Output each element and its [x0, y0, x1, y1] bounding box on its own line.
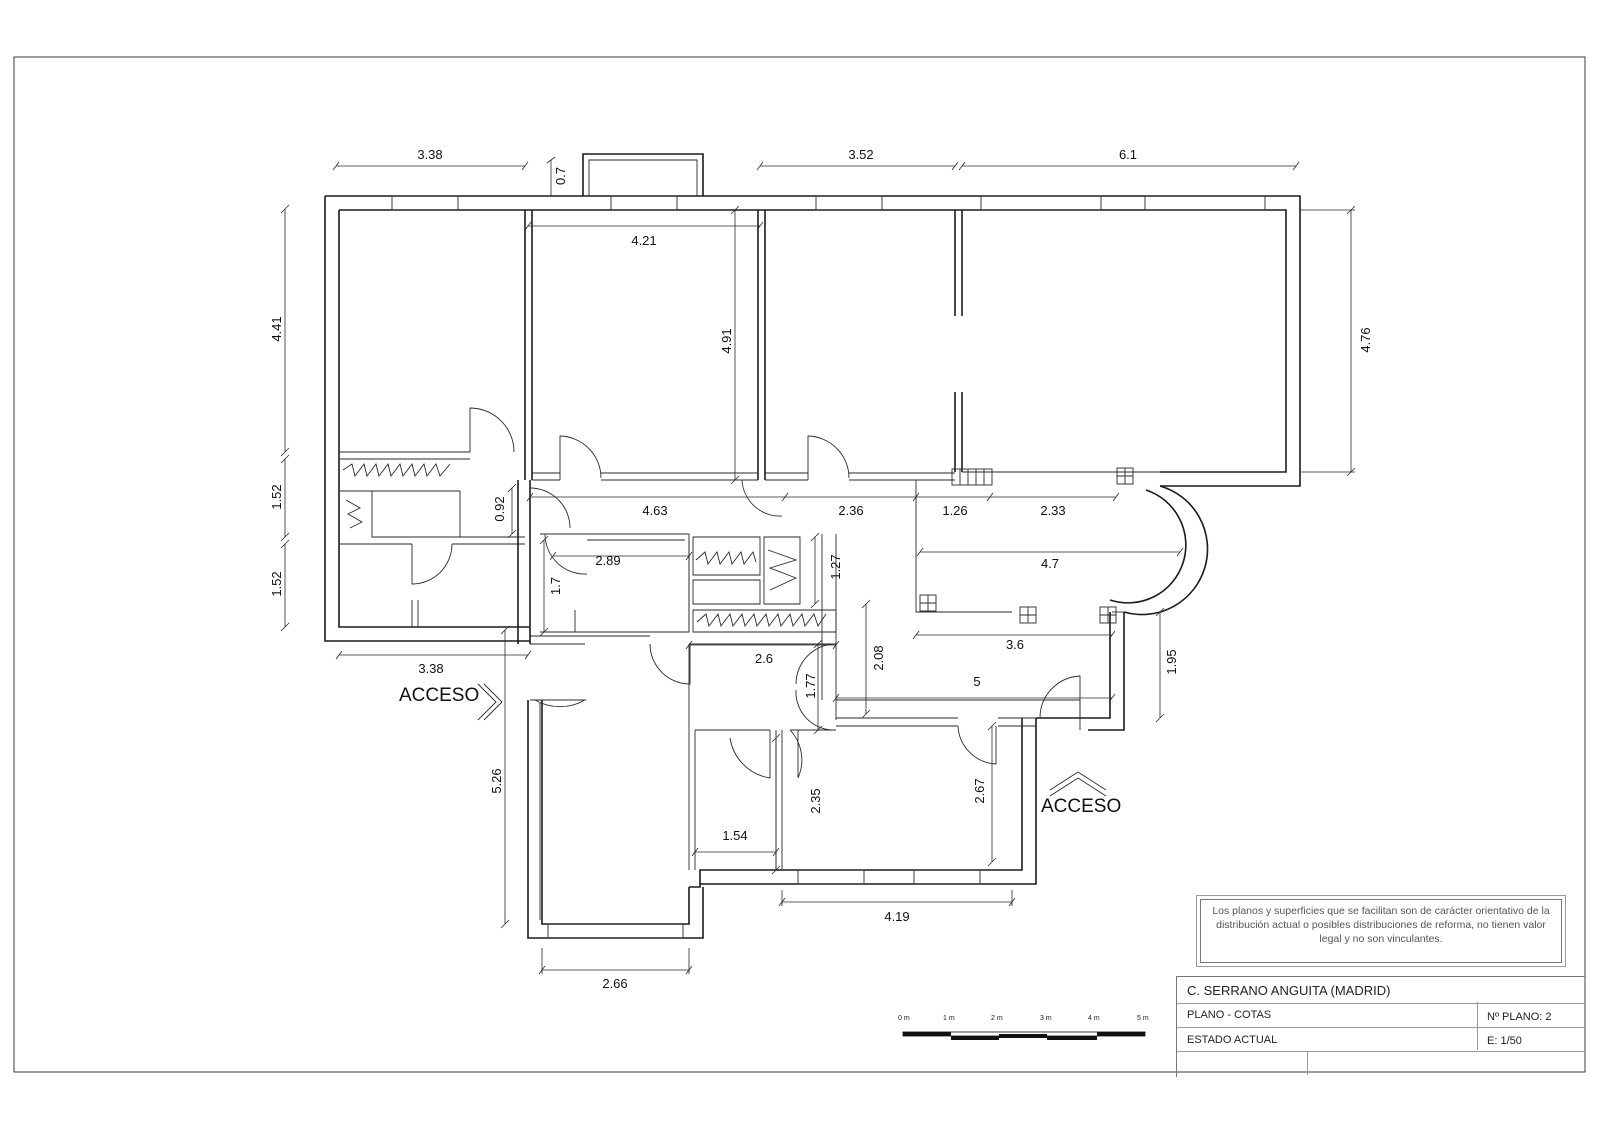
- disclaimer-text: Los planos y superficies que se facilita…: [1212, 905, 1550, 945]
- scale-tick-5: 5 m: [1137, 1015, 1149, 1022]
- dim-corridor-d: 1.26: [942, 503, 967, 518]
- dim-mid-corridor-height: 1.77: [803, 673, 818, 698]
- title-row-plan: PLANO - COTAS Nº PLANO: 2: [1177, 1002, 1585, 1028]
- outer-walls: [324, 153, 1301, 939]
- scale-tick-0: 0 m: [898, 1015, 910, 1022]
- dim-long-corridor: 5: [973, 674, 980, 689]
- plan-number-text: Nº PLANO: 2: [1487, 1011, 1552, 1023]
- plan-type-text: PLANO - COTAS: [1187, 1009, 1272, 1021]
- scale-tick-4: 4 m: [1088, 1015, 1100, 1022]
- scale-tick-3: 3 m: [1040, 1015, 1052, 1022]
- dim-kitchen-width: 2.89: [595, 553, 620, 568]
- dim-room-width: 4.19: [884, 909, 909, 924]
- state-text: ESTADO ACTUAL: [1187, 1034, 1278, 1046]
- scale-bar: [902, 1031, 1146, 1040]
- door-swings: [411, 407, 1081, 779]
- address-text: C. SERRANO ANGUITA (MADRID): [1187, 983, 1391, 998]
- dimension-labels: 3.38 0.7 3.52 6.1 4.21 4.91 4.41 1.52 1.…: [269, 147, 1373, 991]
- dim-corridor-c: 2.36: [838, 503, 863, 518]
- access-label-right: ACCESO: [1041, 796, 1121, 817]
- closet-hatching: [342, 462, 827, 628]
- dim-right-height: 4.76: [1358, 327, 1373, 352]
- sheet-border: [13, 56, 1586, 1073]
- dim-top-left: 3.38: [417, 147, 442, 162]
- scale-tick-2: 2 m: [991, 1015, 1003, 1022]
- scale-tick-1: 1 m: [943, 1015, 955, 1022]
- dim-mid-corridor: 2.6: [755, 651, 773, 666]
- title-row-address: C. SERRANO ANGUITA (MADRID): [1177, 977, 1585, 1004]
- dim-kitchen-height: 1.7: [548, 577, 563, 595]
- title-block: C. SERRANO ANGUITA (MADRID) PLANO - COTA…: [1176, 976, 1585, 1077]
- dim-top-right: 6.1: [1119, 147, 1137, 162]
- dim-left-mid: 1.52: [269, 484, 284, 509]
- column-markers: [919, 467, 1134, 624]
- access-arrow-up-icon: [1049, 771, 1107, 797]
- dim-top-middle: 3.52: [848, 147, 873, 162]
- dim-room-height: 2.67: [972, 778, 987, 803]
- dim-right-small: 1.95: [1164, 649, 1179, 674]
- dim-closet-height: 1.27: [828, 554, 843, 579]
- dim-corridor-a: 0.92: [492, 496, 507, 521]
- disclaimer-box: Los planos y superficies que se facilita…: [1196, 895, 1566, 967]
- dim-top-balcony: 0.7: [553, 167, 568, 185]
- dim-hall-width: 4.7: [1041, 556, 1059, 571]
- dim-west-height: 5.26: [489, 768, 504, 793]
- dim-left-bottom: 1.52: [269, 571, 284, 596]
- dim-left-top: 4.41: [269, 316, 284, 341]
- title-row-state: ESTADO ACTUAL E: 1/50: [1177, 1026, 1585, 1052]
- scale-text: E: 1/50: [1487, 1035, 1522, 1047]
- interior-walls: [339, 210, 1160, 920]
- access-label-left: ACCESO: [399, 685, 479, 706]
- dim-bath-height: 2.35: [808, 788, 823, 813]
- title-row-empty: [1177, 1051, 1585, 1075]
- dim-hall-height: 2.08: [871, 645, 886, 670]
- access-arrow-right-icon: [477, 683, 503, 721]
- dim-room2-width: 4.21: [631, 233, 656, 248]
- dim-bottom-left: 3.38: [418, 661, 443, 676]
- dim-room2-height: 4.91: [719, 328, 734, 353]
- dim-terrace-width: 2.66: [602, 976, 627, 991]
- dim-bath-width: 1.54: [722, 828, 747, 843]
- dim-corridor-b: 4.63: [642, 503, 667, 518]
- dim-hall-bottom: 3.6: [1006, 637, 1024, 652]
- dim-corridor-e: 2.33: [1040, 503, 1065, 518]
- dimension-lines: [280, 156, 1356, 975]
